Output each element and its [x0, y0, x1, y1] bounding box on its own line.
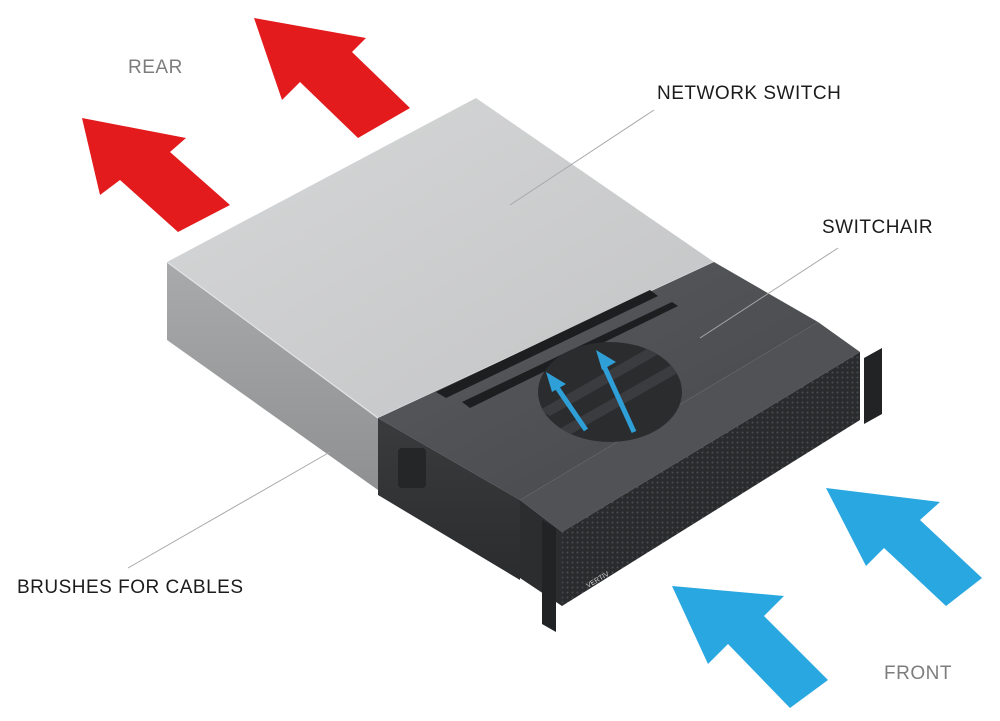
exhaust-arrow	[82, 118, 230, 232]
exhaust-arrow	[254, 18, 410, 138]
intake-arrow	[826, 488, 982, 606]
leader-line-network-switch	[509, 109, 655, 206]
intake-arrow	[672, 586, 828, 708]
network-switch-side	[167, 262, 378, 490]
label-rear: REAR	[128, 57, 183, 78]
airflow-arrow	[596, 350, 616, 370]
airflow-arrow	[546, 372, 566, 392]
label-network-switch: NETWORK SWITCH	[657, 83, 842, 104]
leader-line-brushes	[127, 451, 331, 569]
cable-brush	[436, 290, 658, 398]
front-unit-top	[520, 322, 860, 532]
label-switchair: SWITCHAIR	[822, 217, 934, 238]
label-brushes-for-cables: BRUSHES FOR CABLES	[17, 577, 244, 598]
leader-line-switchair	[699, 247, 839, 339]
rack-ear	[864, 348, 882, 424]
network-switch-top	[167, 98, 714, 418]
rack-ear	[542, 520, 556, 632]
front-unit-mesh	[562, 352, 860, 606]
airflow-cutaway	[538, 342, 682, 442]
label-front: FRONT	[884, 663, 952, 684]
